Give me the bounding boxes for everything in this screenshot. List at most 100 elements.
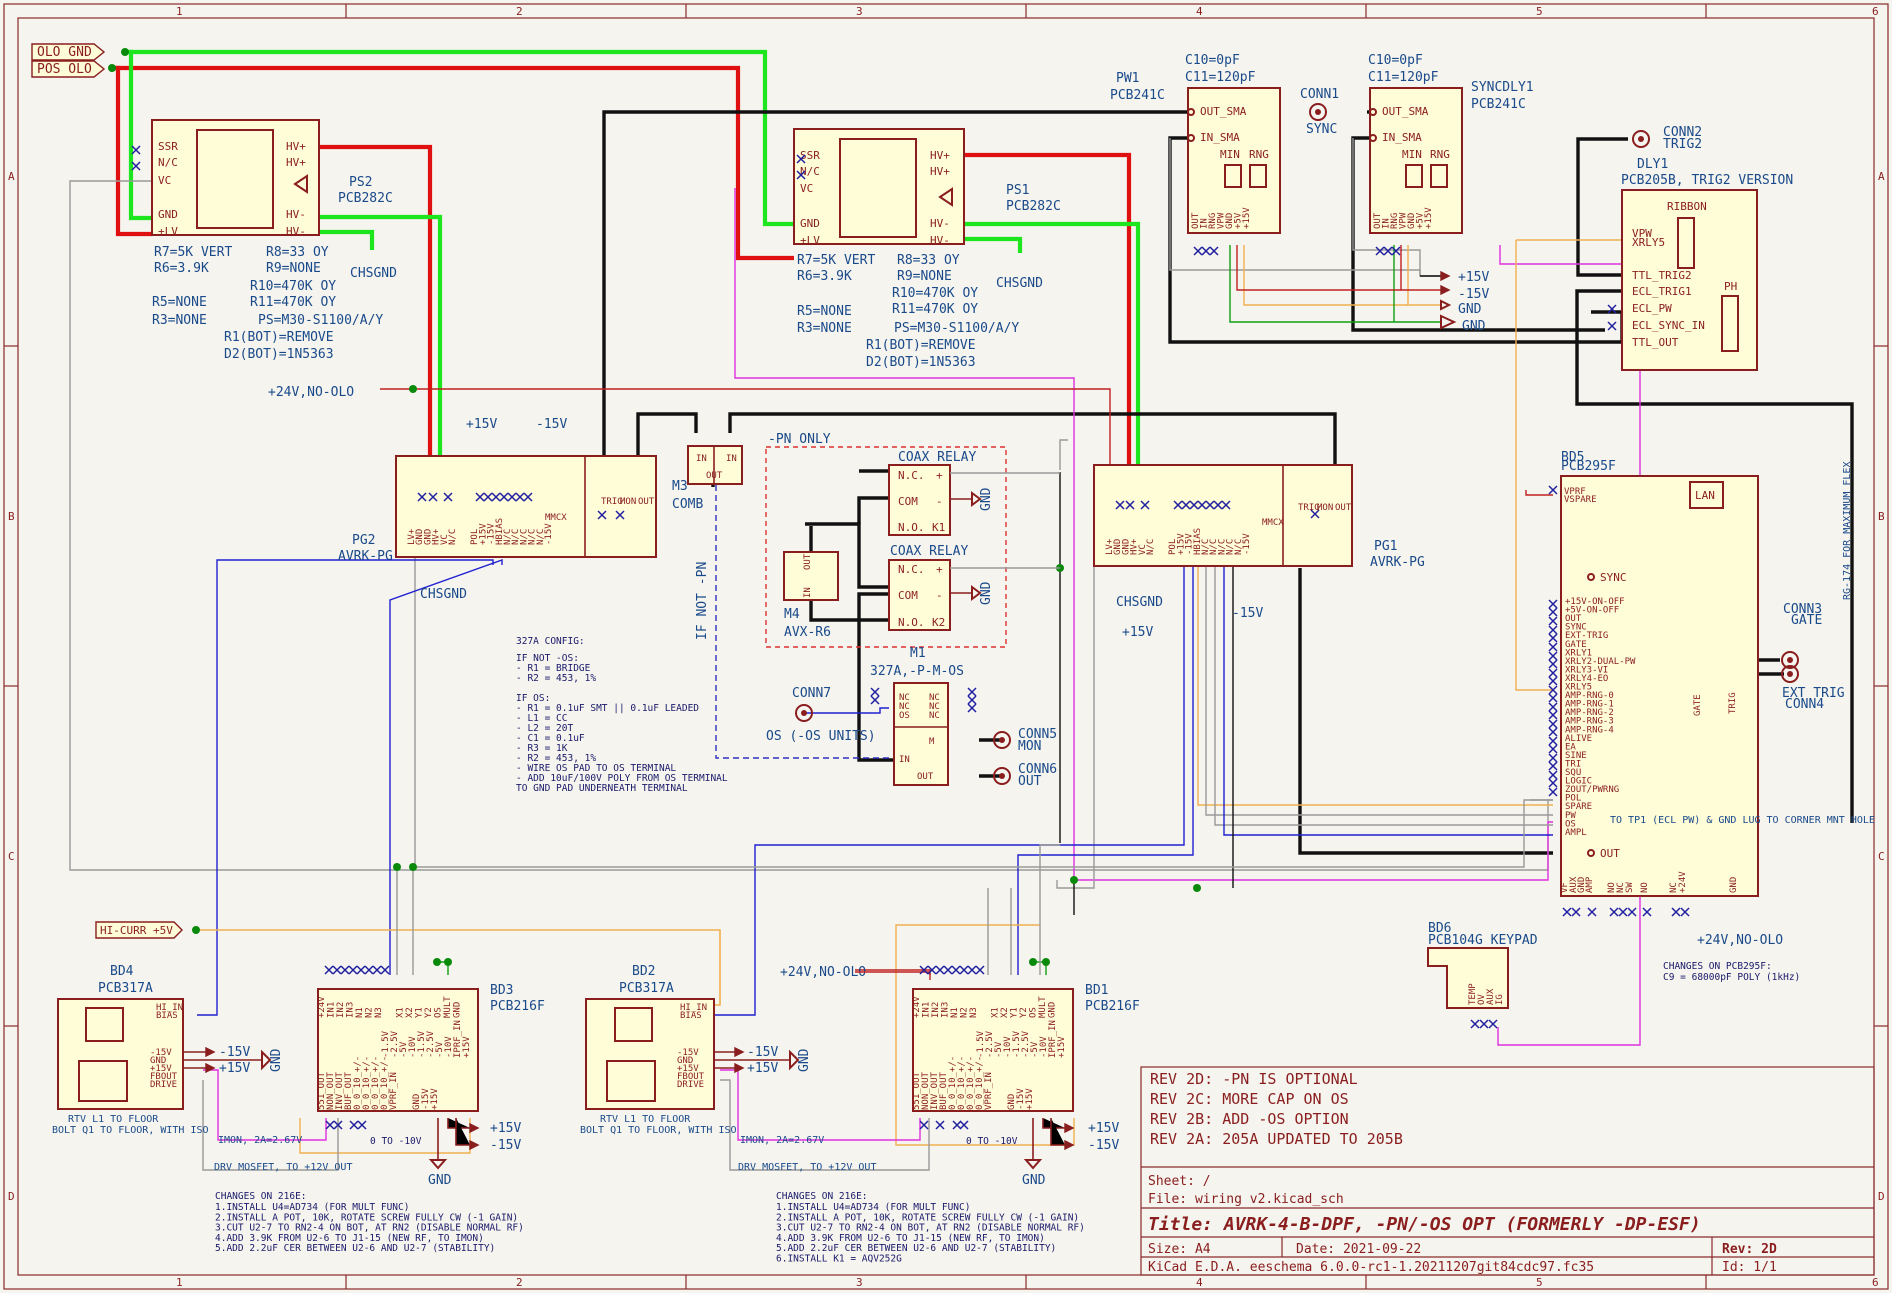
ps2-note-ps: PS=M30-S1100/A/Y — [258, 313, 383, 328]
no-connect-28 — [1201, 246, 1211, 256]
changes-216e-left-line-4: 5.ADD 2.2uF CER BETWEEN U2-6 AND U2-7 (S… — [215, 1243, 495, 1254]
changes-216e-right-line-5: 6.INSTALL K1 = AQV252G — [776, 1254, 902, 1265]
title-file: File: wiring v2.kicad_sch — [1148, 1192, 1344, 1207]
no-connect-96 — [919, 1120, 929, 1130]
no-connect-29 — [1209, 246, 1219, 256]
k1-coax-relay[interactable]: COAX RELAY N.C. COM N.O. + - K1 — [888, 450, 976, 536]
k2-coax-relay[interactable]: COAX RELAY N.C. COM N.O. + - K2 — [888, 544, 968, 631]
no-connect-30 — [1375, 246, 1385, 256]
bd5-pin-gate: GATE — [1693, 694, 1703, 716]
dly1-ref: DLY1 — [1637, 157, 1668, 172]
no-connect-88 — [951, 965, 961, 975]
no-connect-21 — [1189, 500, 1199, 510]
pw1-block[interactable]: C10=0pF C11=120pF PW1 PCB241C OUT_SMA IN… — [1110, 53, 1281, 234]
pg1-block[interactable]: PG1 AVRK-PG TRIG MON OUT MMCX LV+GNDGNDH… — [1093, 464, 1425, 570]
bd5-pin-vspare: VSPARE — [1564, 495, 1597, 505]
config-line-0: IF NOT -OS: — [516, 653, 579, 664]
ps2-note-r7: R7=5K VERT — [154, 245, 232, 260]
pg2-pin-6: POL — [470, 529, 480, 545]
k1-pin-no: N.O. — [898, 521, 925, 534]
bd5-pin-14: AMP-RNG-3 — [1565, 717, 1614, 727]
bd3-bot-9: GND — [412, 1094, 422, 1110]
changes-216e-right-line-0: 1.INSTALL U4=AD734 (FOR MULT FUNC) — [776, 1202, 970, 1213]
no-connect-65 — [1642, 907, 1652, 917]
bd3-bd1-rails: 0 TO -10V 0 TO -10V +15V -15V GND +15V -… — [214, 965, 1119, 1188]
ps2-pin-lv: +LV — [158, 225, 178, 238]
no-connect-41 — [1548, 642, 1558, 652]
no-connect-60 — [1571, 907, 1581, 917]
no-connect-8 — [483, 492, 493, 502]
pg1-pin-mon: MON — [1317, 503, 1333, 513]
no-connect-25 — [1221, 500, 1231, 510]
ps1-block[interactable]: SSR N/C VC GND +LV HV+ HV+ HV- HV- PS1 P… — [793, 128, 1061, 247]
ps1-pin-vc: VC — [800, 182, 813, 195]
bd6-keypad[interactable]: BD6 PCB104G KEYPAD TEMP OV AUX IG — [1427, 921, 1538, 1009]
m3-pin-in2: IN — [726, 454, 737, 464]
bd5-pin-8: XRLY3-VI — [1565, 665, 1608, 675]
m3-combiner[interactable]: IN OUT IN M3 COMB — [672, 445, 743, 512]
bd2-value: PCB317A — [619, 981, 674, 996]
no-connect-69 — [1479, 1019, 1489, 1029]
config-line-2: - R2 = 453, 1% — [516, 673, 596, 684]
bd1-value: PCB216F — [1085, 999, 1140, 1014]
conn6-out-connector[interactable]: CONN6 OUT — [993, 762, 1057, 789]
no-connect-36 — [1548, 599, 1558, 609]
bd4-pin-bias: BIAS — [156, 1011, 178, 1021]
bd5-value: PCB295F — [1561, 459, 1616, 474]
bd5-block[interactable]: BD5 PCB295F LAN VPRF VSPARE SYNC OUT GAT… — [1560, 450, 1759, 897]
no-connect-19 — [1173, 500, 1183, 510]
bd4-block[interactable]: BD4 PCB317A HI_IN BIAS -15V GND +15V FBO… — [52, 964, 209, 1136]
bd4-drv-label: DRV MOSFET, TO +12V OUT — [214, 1162, 352, 1173]
pg1-value: AVRK-PG — [1370, 555, 1425, 570]
changes-216e-right-lines: 1.INSTALL U4=AD734 (FOR MULT FUNC)2.INST… — [776, 1202, 1085, 1265]
hier-label-pos-olo[interactable]: POS OLO — [31, 60, 106, 78]
no-connect-40 — [1548, 633, 1558, 643]
ps2-block[interactable]: SSR N/C VC GND +LV HV+ HV+ HV- HV- PS2 P… — [151, 119, 393, 238]
conn2-trig2-connector[interactable]: CONN2 TRIG2 — [1632, 125, 1702, 152]
bd3-gnd-label: GND — [428, 1173, 452, 1188]
pg2-value: AVRK-PG — [338, 549, 393, 564]
conn3-gate-connector[interactable]: CONN3 GATE — [1781, 602, 1822, 669]
bd5-bot-pin-1: AUX — [1569, 876, 1579, 893]
changes-216e-right-line-3: 4.ADD 3.9K FROM U2-6 TO J1-15 (NEW RF, T… — [776, 1233, 1045, 1244]
conn1-sync-connector[interactable]: CONN1 SYNC — [1300, 87, 1339, 137]
config-line-12: - ADD 10uF/100V POLY FROM OS TERMINAL — [516, 773, 728, 784]
no-connect-78 — [340, 965, 350, 975]
os-wire — [804, 707, 889, 714]
pg2-pin-0: LV+ — [407, 528, 417, 545]
m1-module[interactable]: M1 327A,-P-M-OS NC NC OS IN NC NC NC M O… — [870, 646, 964, 786]
bd3-bot-4: 0_0_10_+/- — [353, 1056, 363, 1110]
bd4-pin-gnd: GND — [150, 1056, 166, 1066]
bd3-top-1: IN1 — [327, 1002, 337, 1018]
bd3-bot-3: BUF_OUT — [344, 1071, 354, 1110]
revision-block: REV 2D: -PN IS OPTIONAL REV 2C: MORE CAP… — [1140, 1066, 1875, 1276]
conn5-mon-connector[interactable]: CONN5 MON — [993, 727, 1057, 754]
dly1-pin-ecl-pw: ECL_PW — [1632, 302, 1672, 315]
bd2-block[interactable]: BD2 PCB317A HI_IN BIAS -15V GND +15V FBO… — [580, 964, 737, 1136]
conn7-os-connector[interactable]: CONN7 OS (-OS UNITS) — [766, 686, 876, 744]
bd4-ref: BD4 — [110, 964, 134, 979]
no-connect-5 — [428, 492, 438, 502]
grid-row-a: A — [8, 170, 15, 183]
bd3-bot-8: VPRF_IN — [389, 1072, 399, 1110]
bd3-top-0: +24V — [317, 996, 327, 1018]
k1-pin-com: COM — [898, 495, 918, 508]
hier-label-olo-gnd[interactable]: OLO GND — [31, 43, 106, 61]
pw1-block-bot-6: +15V — [1242, 207, 1252, 229]
changes-216e-left-lines: 1.INSTALL U4=AD734 (FOR MULT FUNC)2.INST… — [215, 1202, 524, 1254]
rev-2c: REV 2C: MORE CAP ON OS — [1150, 1090, 1349, 1108]
hier-label-hi-curr[interactable]: HI-CURR +5V — [95, 921, 183, 939]
config-line-5: - R1 = 0.1uF SMT || 0.1uF LEADED — [516, 703, 699, 714]
conn4-ext-trig-connector[interactable]: EXT TRIG CONN4 — [1781, 665, 1845, 712]
pg2-block[interactable]: PG2 AVRK-PG TRIG MON OUT MMCX LV+GNDGNDH… — [338, 455, 657, 564]
m4-attenuator[interactable]: OUT IN M4 AVX-R6 — [783, 551, 839, 640]
dly1-block[interactable]: DLY1 PCB205B, TRIG2 VERSION RIBBON PH VP… — [1621, 157, 1793, 371]
no-connect-10 — [499, 492, 509, 502]
bd1-top-12: MULT — [1038, 996, 1048, 1018]
bd3-top-7: X1 — [396, 1007, 406, 1018]
syncdly1-block[interactable]: C10=0pF C11=120pF SYNCDLY1 PCB241C OUT_S… — [1368, 53, 1534, 234]
grid-row-d-right: D — [1878, 1190, 1885, 1203]
